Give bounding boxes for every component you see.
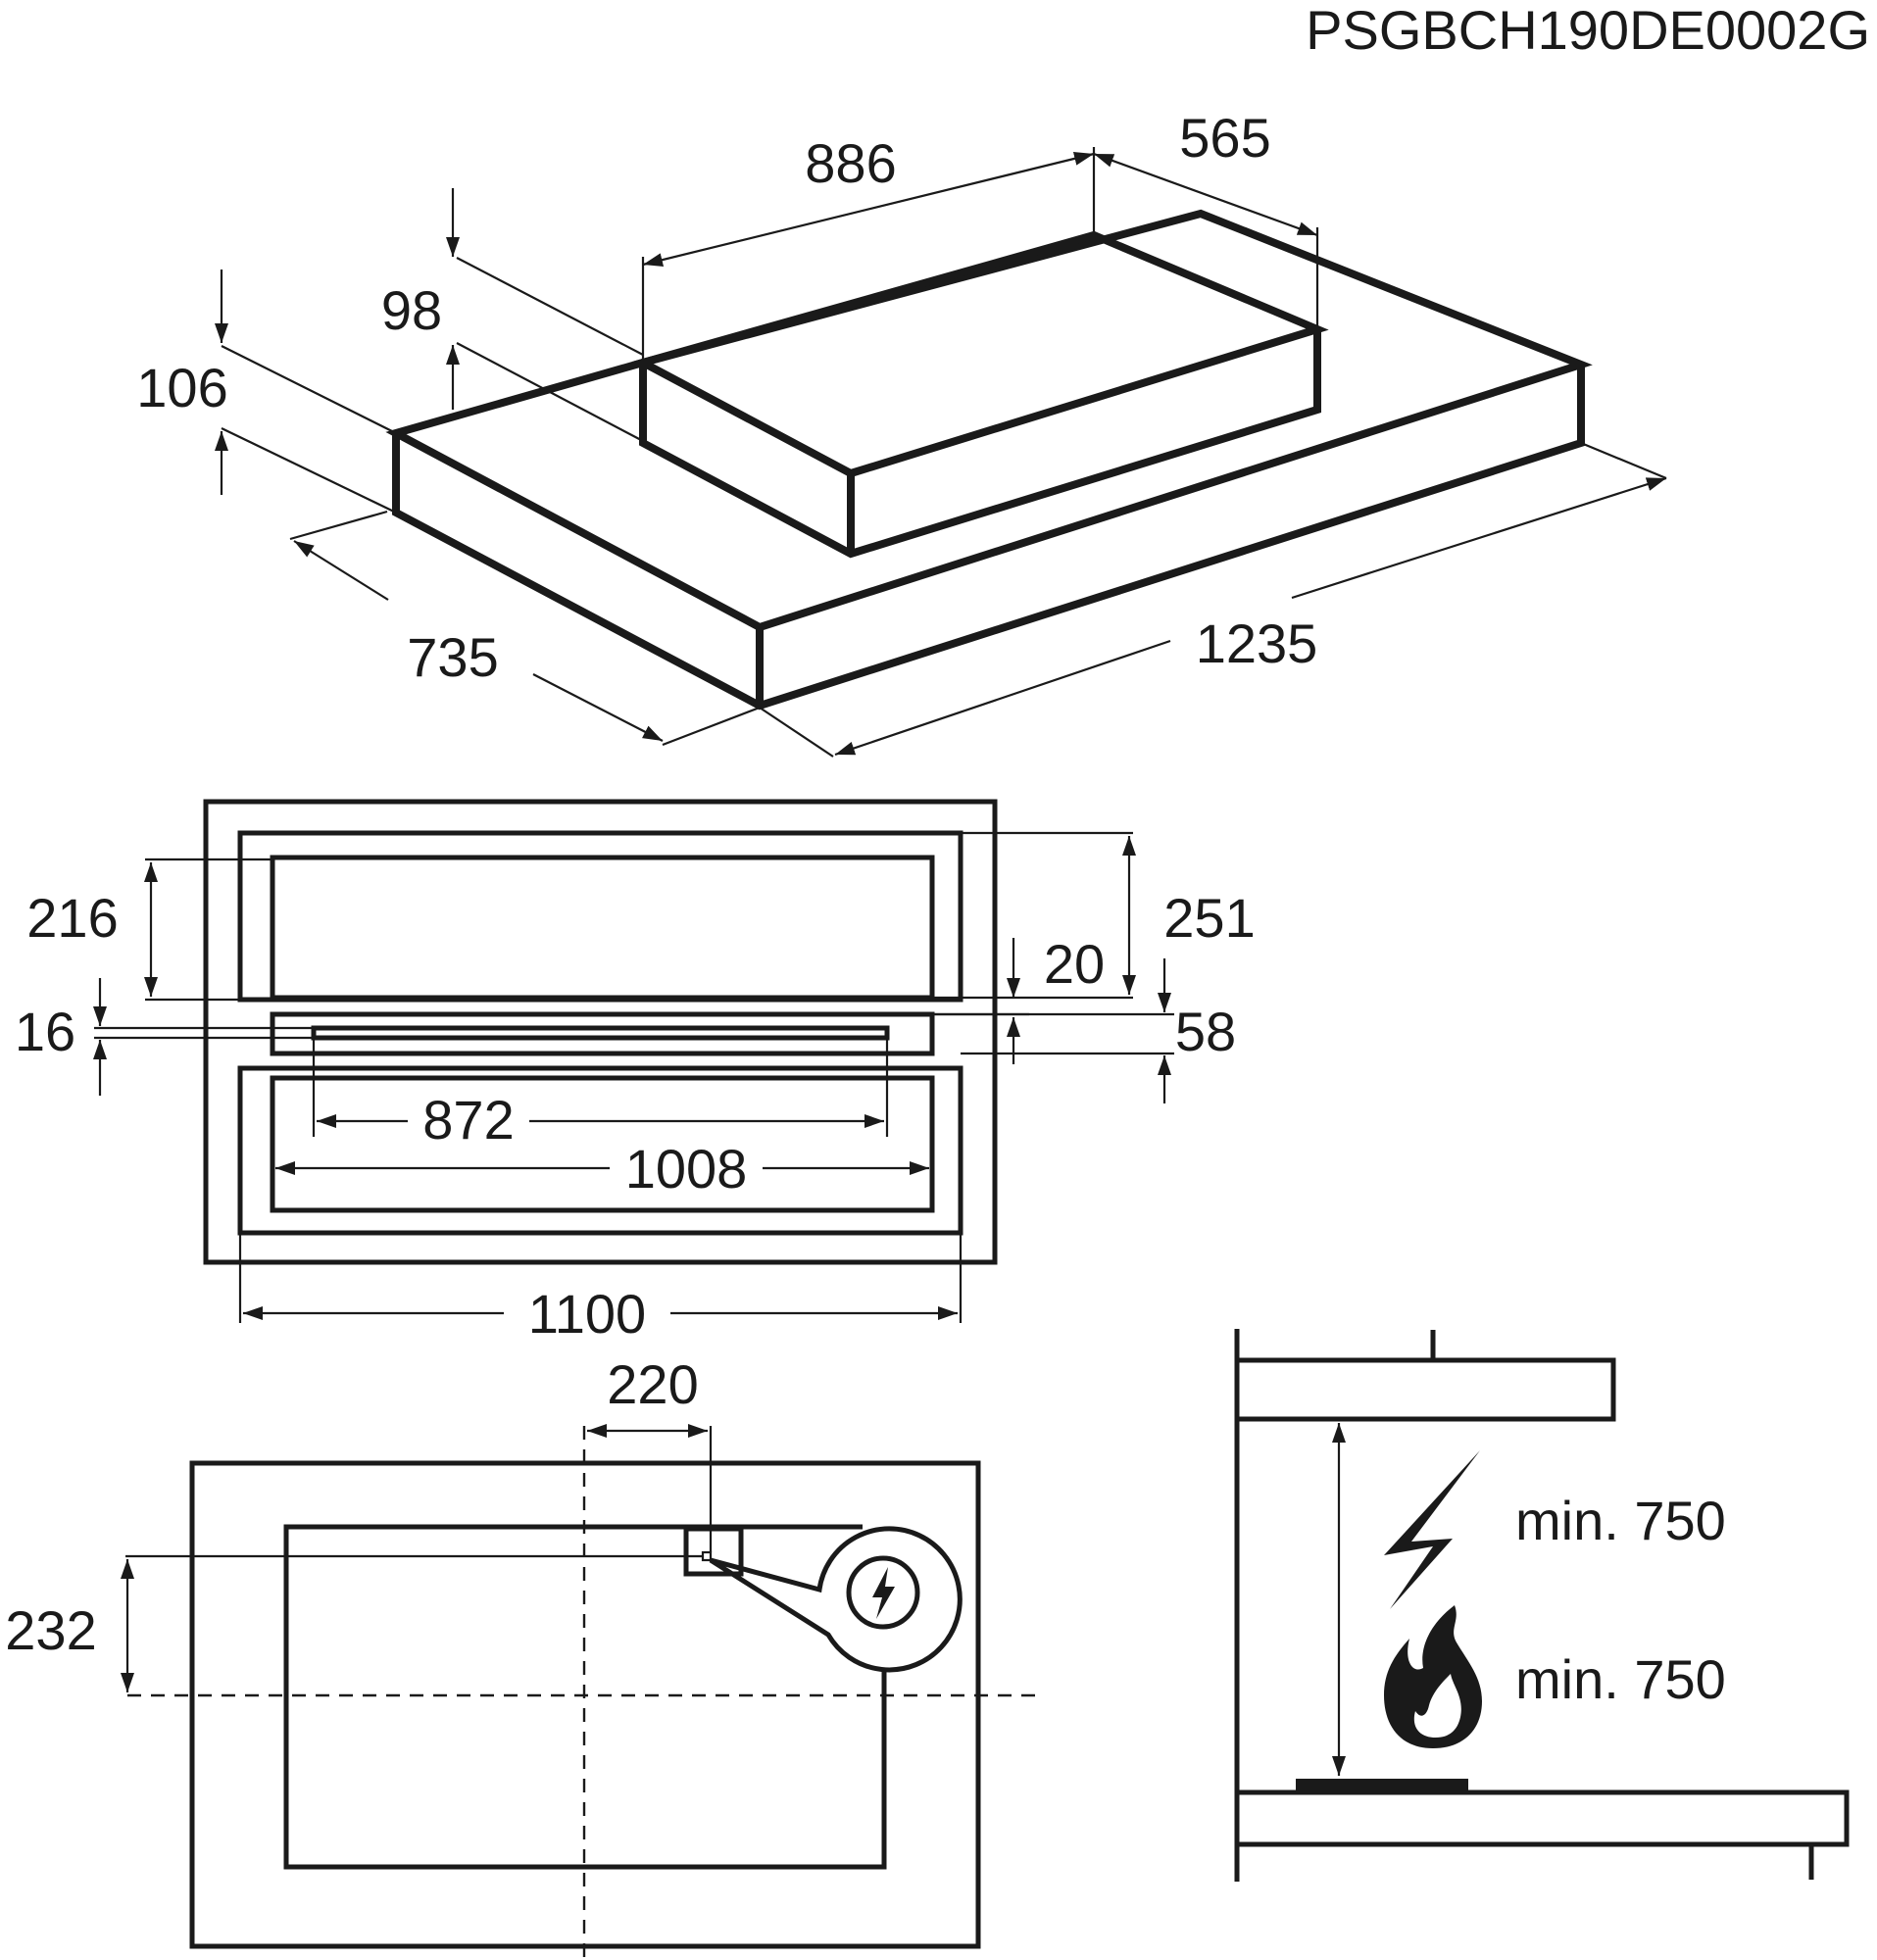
document-code: PSGBCH190DE0002G — [1306, 0, 1870, 61]
dim-1008-label: 1008 — [625, 1138, 748, 1200]
connection-box — [683, 1526, 744, 1577]
dim-872: 872 — [312, 1038, 889, 1151]
dim-220: 220 — [587, 1353, 713, 1552]
dim-98: 98 — [381, 188, 644, 442]
connection-point — [701, 1550, 713, 1562]
hood-side — [1234, 1357, 1616, 1422]
dim-1235-label: 1235 — [1196, 612, 1318, 674]
electric-socket-callout — [709, 1526, 963, 1673]
dim-58-label: 58 — [1175, 1001, 1236, 1062]
dim-16-label: 16 — [15, 1001, 75, 1062]
thin-strip — [311, 1025, 890, 1041]
dim-565-label: 565 — [1179, 107, 1270, 169]
dim-216-label: 216 — [26, 887, 118, 949]
dim-1235: 1235 — [759, 441, 1667, 758]
dim-58: 58 — [932, 958, 1236, 1103]
dim-98-label: 98 — [381, 279, 442, 341]
lightning-bolt-icon — [1384, 1450, 1480, 1609]
electric-clearance-label: min. 750 — [1515, 1490, 1726, 1551]
dim-886: 886 — [641, 132, 1096, 363]
hood-outline — [283, 1524, 887, 1870]
dim-886-label: 886 — [805, 132, 896, 194]
dim-20-label: 20 — [1044, 933, 1105, 995]
gas-clearance-label: min. 750 — [1515, 1648, 1726, 1710]
middle-strip — [270, 1011, 935, 1056]
base-slab — [385, 209, 1593, 710]
dim-251-label: 251 — [1163, 887, 1255, 949]
top-box — [632, 230, 1329, 559]
dim-232-label: 232 — [5, 1599, 96, 1661]
dim-20: 20 — [932, 933, 1105, 1064]
flame-icon — [1384, 1605, 1482, 1748]
dim-565: 565 — [1093, 107, 1319, 329]
electric-socket-icon — [846, 1555, 920, 1630]
dim-1100: 1100 — [238, 1233, 963, 1345]
dim-106-label: 106 — [136, 357, 227, 418]
bolt-in-socket — [872, 1567, 895, 1619]
dim-16: 16 — [15, 978, 314, 1096]
dim-1100-label: 1100 — [528, 1283, 646, 1345]
hob-surface — [1296, 1779, 1468, 1792]
dim-1008: 1008 — [275, 1138, 929, 1200]
worktop — [1234, 1789, 1850, 1847]
lower-panel-outer — [237, 1065, 963, 1236]
isometric-view: 886 565 98 106 — [136, 107, 1667, 758]
lower-panel-inner — [270, 1075, 935, 1213]
dim-232: 232 — [5, 1554, 703, 1692]
dim-735: 735 — [289, 510, 761, 747]
dim-220-label: 220 — [607, 1353, 698, 1415]
dim-216: 216 — [26, 858, 272, 1002]
clearance-view: min. 750 min. 750 — [1234, 1329, 1850, 1882]
dim-872-label: 872 — [422, 1089, 514, 1151]
plan-view: 220 232 — [5, 1353, 1044, 1960]
dim-106: 106 — [136, 270, 397, 514]
dim-251: 251 — [932, 831, 1256, 1000]
outer-frame — [203, 799, 998, 1265]
dim-735-label: 735 — [407, 626, 498, 688]
front-view: 216 16 251 20 — [15, 799, 1256, 1345]
upper-panel-inner — [270, 855, 935, 1001]
